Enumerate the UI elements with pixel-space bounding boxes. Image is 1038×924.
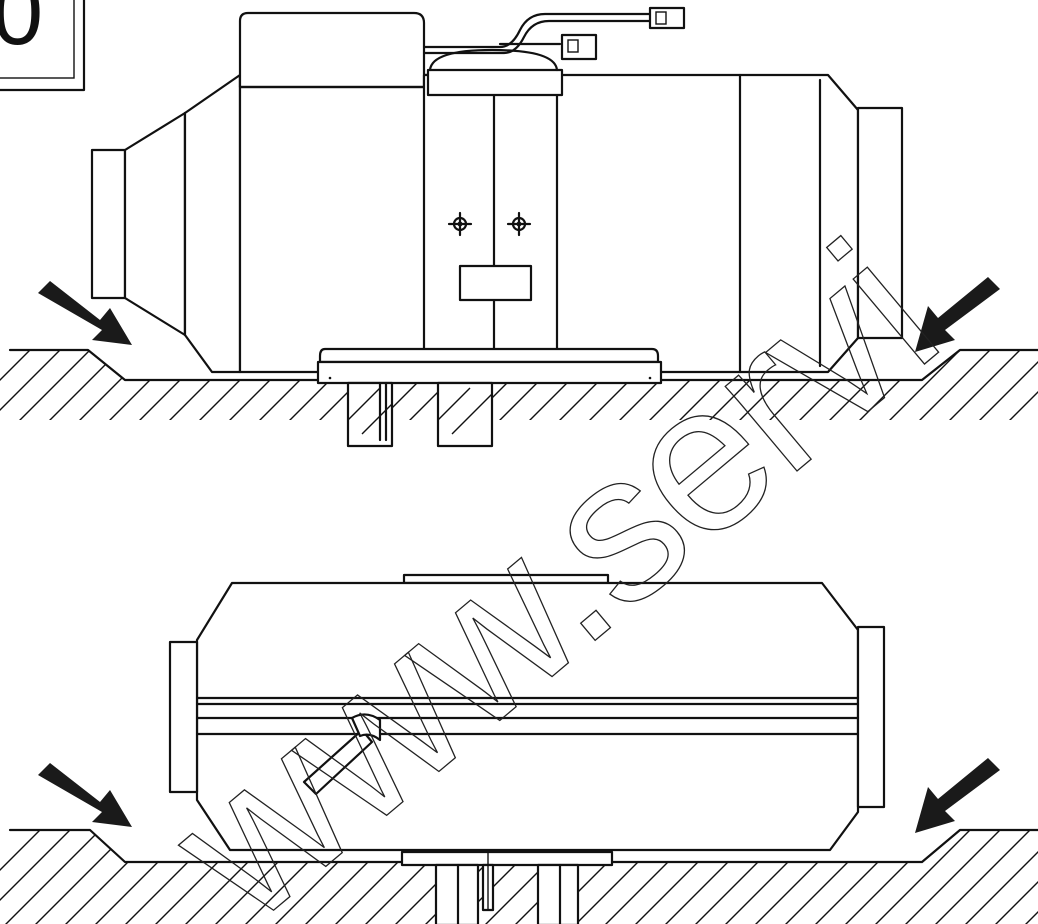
bottom-view: [0, 573, 1038, 924]
top-cable: [422, 12, 652, 49]
bottom-base-plate: [400, 850, 614, 867]
top-screw-right: [506, 211, 532, 237]
top-arrow-left: [38, 281, 132, 345]
bottom-exhaust-pipe: [302, 713, 382, 796]
top-fan-dome: [426, 48, 564, 97]
top-screw-left: [447, 211, 473, 237]
bottom-arrow-left: [38, 763, 132, 827]
top-center-housing: [422, 73, 559, 355]
top-left-inlet: [90, 148, 127, 300]
figure-label-box: 0: [0, 0, 86, 92]
figure-label-text: 0: [0, 0, 43, 64]
bottom-heater-body: [168, 573, 886, 924]
bottom-right-cap: [856, 625, 886, 809]
top-connector-2: [560, 33, 598, 61]
top-mounting-plate: [318, 347, 660, 364]
top-heater-body: [90, 6, 904, 448]
top-control-box: [238, 11, 426, 89]
top-rating-plate: [458, 264, 533, 302]
bottom-arrow-right: [915, 758, 1000, 833]
bottom-stud-right: [536, 863, 580, 924]
top-view: [0, 6, 1038, 448]
top-right-outlet: [856, 106, 904, 340]
top-stud-left: [346, 381, 394, 448]
bottom-left-cap: [168, 640, 199, 794]
top-arrow-right: [915, 277, 1000, 352]
top-connector-1: [648, 6, 686, 30]
top-stud-hatching: [347, 387, 493, 435]
